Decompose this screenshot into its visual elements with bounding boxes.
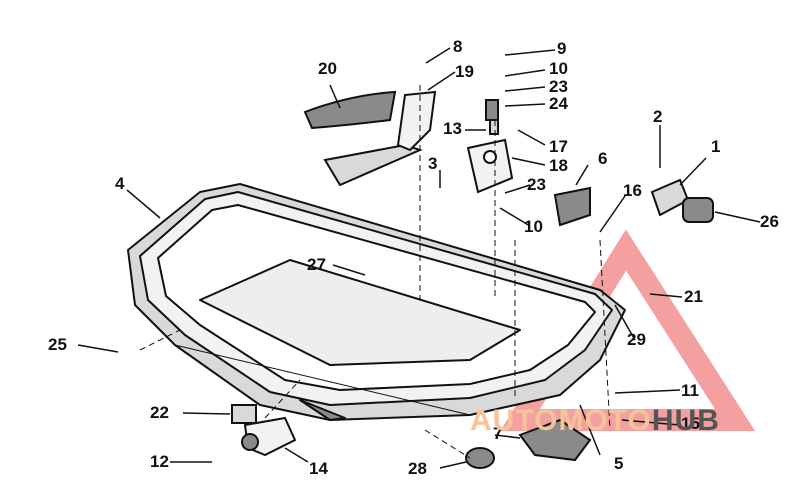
latch-assembly [650, 178, 714, 223]
rubber-pad [553, 186, 591, 227]
callout-part-8: 8 [453, 37, 463, 56]
callout-part-23-top: 23 [549, 77, 568, 96]
callout-part-12: 12 [150, 452, 169, 471]
callout-part-21: 21 [684, 287, 703, 306]
callout-part-26: 26 [760, 212, 779, 231]
callout-part-5: 5 [614, 454, 624, 473]
callout-part-4: 4 [115, 174, 125, 193]
callout-part-19: 19 [455, 62, 474, 81]
callout-part-9: 9 [557, 39, 567, 58]
callout-part-17: 17 [549, 137, 568, 156]
mount-bracket-assembly [303, 90, 437, 187]
callout-part-15: 15 [681, 414, 700, 433]
callout-part-3: 3 [428, 154, 438, 173]
retainer-bracket [231, 404, 297, 457]
lower-cowl [127, 183, 626, 421]
watermark-word-hub: HUB [651, 404, 720, 437]
watermark-word-automoto: AUTOMOTO [470, 404, 652, 437]
callout-part-6: 6 [598, 149, 608, 168]
callout-part-25: 25 [48, 335, 67, 354]
callout-part-24: 24 [549, 94, 568, 113]
motor-mount-bracket [466, 99, 514, 194]
callout-part-11: 11 [681, 381, 699, 400]
callout-part-2: 2 [653, 107, 663, 126]
callout-part-29: 29 [627, 330, 646, 349]
assembly-guide-lines [139, 85, 611, 459]
callout-part-1: 1 [711, 137, 721, 156]
callout-part-27: 27 [307, 255, 326, 274]
callout-part-10-lower: 10 [524, 217, 543, 236]
callout-part-16: 16 [623, 181, 642, 200]
bottom-cover [518, 418, 592, 462]
callout-part-10-top: 10 [549, 59, 568, 78]
grommet [465, 447, 495, 469]
watermark-text: AUTOMOTOHUB [470, 404, 720, 438]
callout-part-7: 7 [493, 424, 503, 443]
callout-part-28: 28 [408, 459, 427, 478]
callout-part-23-lower: 23 [527, 175, 546, 194]
callout-part-14: 14 [309, 459, 328, 478]
leader-lines [77, 47, 761, 469]
callout-part-20: 20 [318, 59, 337, 78]
callout-part-13: 13 [443, 119, 462, 138]
callout-part-18: 18 [549, 156, 568, 175]
callout-part-22: 22 [150, 403, 169, 422]
